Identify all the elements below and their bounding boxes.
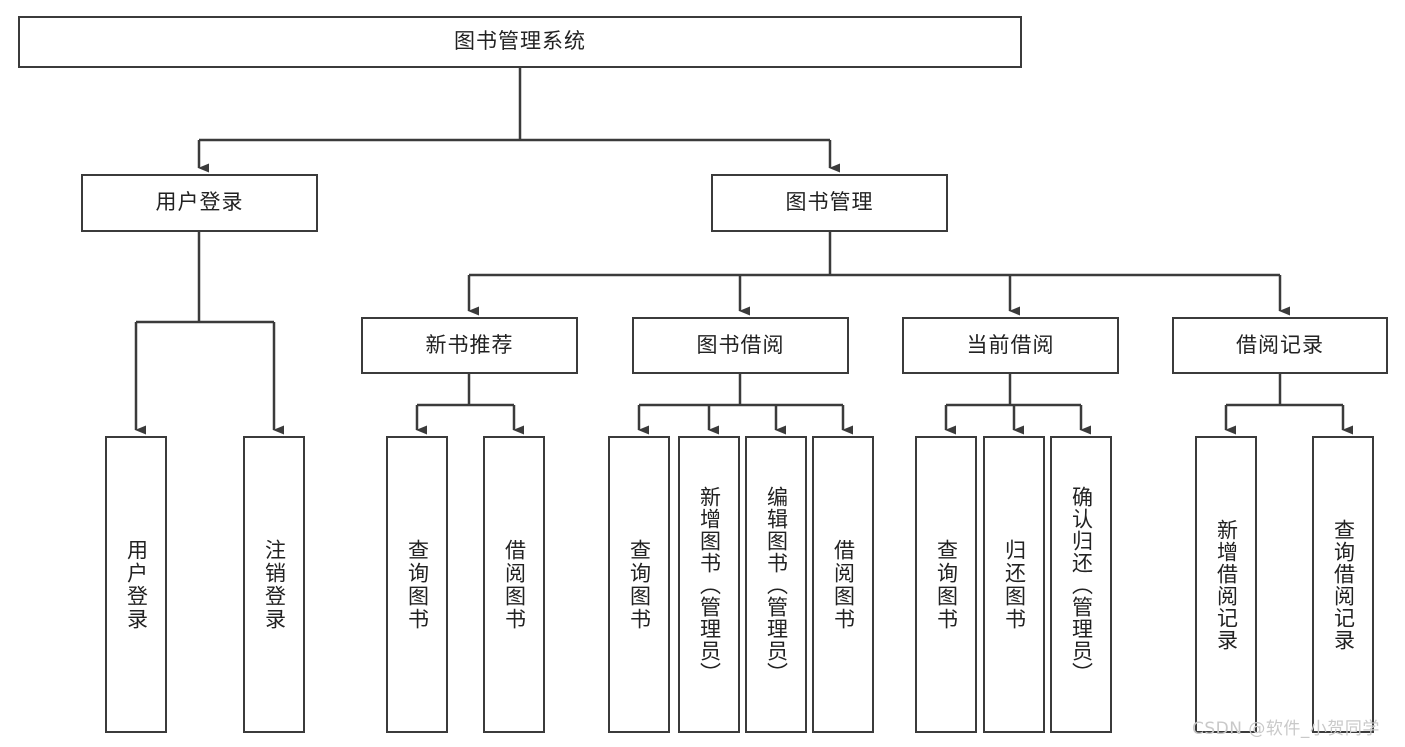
node-borrowing-record[interactable]: 借阅记录 [1172, 317, 1388, 374]
edges-book-borrow-to-leaves [637, 374, 853, 435]
node-book-management[interactable]: 图书管理 [711, 174, 948, 232]
leaf-user-login[interactable]: 用户登录 [105, 436, 167, 733]
node-book-borrowing[interactable]: 图书借阅 [632, 317, 849, 374]
edges-root-to-level2 [197, 68, 840, 173]
leaf-add-book-admin[interactable]: 新增图书（管理员） [678, 436, 740, 733]
leaf-query-borrow-record[interactable]: 查询借阅记录 [1312, 436, 1374, 733]
leaf-borrow-book-rec[interactable]: 借阅图书 [483, 436, 545, 733]
leaf-confirm-return-admin[interactable]: 确认归还（管理员） [1050, 436, 1112, 733]
edges-new-book-rec-to-leaves [415, 374, 524, 435]
edges-current-borrow-to-leaves [944, 374, 1091, 435]
node-root-book-management-system[interactable]: 图书管理系统 [18, 16, 1022, 68]
edges-borrow-record-to-leaves [1224, 374, 1353, 435]
node-user-login[interactable]: 用户登录 [81, 174, 318, 232]
leaf-query-book-rec[interactable]: 查询图书 [386, 436, 448, 733]
node-new-book-recommendation[interactable]: 新书推荐 [361, 317, 578, 374]
leaf-add-borrow-record[interactable]: 新增借阅记录 [1195, 436, 1257, 733]
leaf-query-book-borrow[interactable]: 查询图书 [608, 436, 670, 733]
node-current-borrowing[interactable]: 当前借阅 [902, 317, 1119, 374]
leaf-borrow-book[interactable]: 借阅图书 [812, 436, 874, 733]
leaf-return-book[interactable]: 归还图书 [983, 436, 1045, 733]
leaf-logout[interactable]: 注销登录 [243, 436, 305, 733]
edges-book-mgmt-to-level3 [467, 232, 1290, 316]
leaf-query-book-current[interactable]: 查询图书 [915, 436, 977, 733]
edges-user-login-to-leaves [134, 232, 284, 435]
csdn-watermark: CSDN @软件_小贺同学 [1192, 719, 1380, 739]
leaf-edit-book-admin[interactable]: 编辑图书（管理员） [745, 436, 807, 733]
